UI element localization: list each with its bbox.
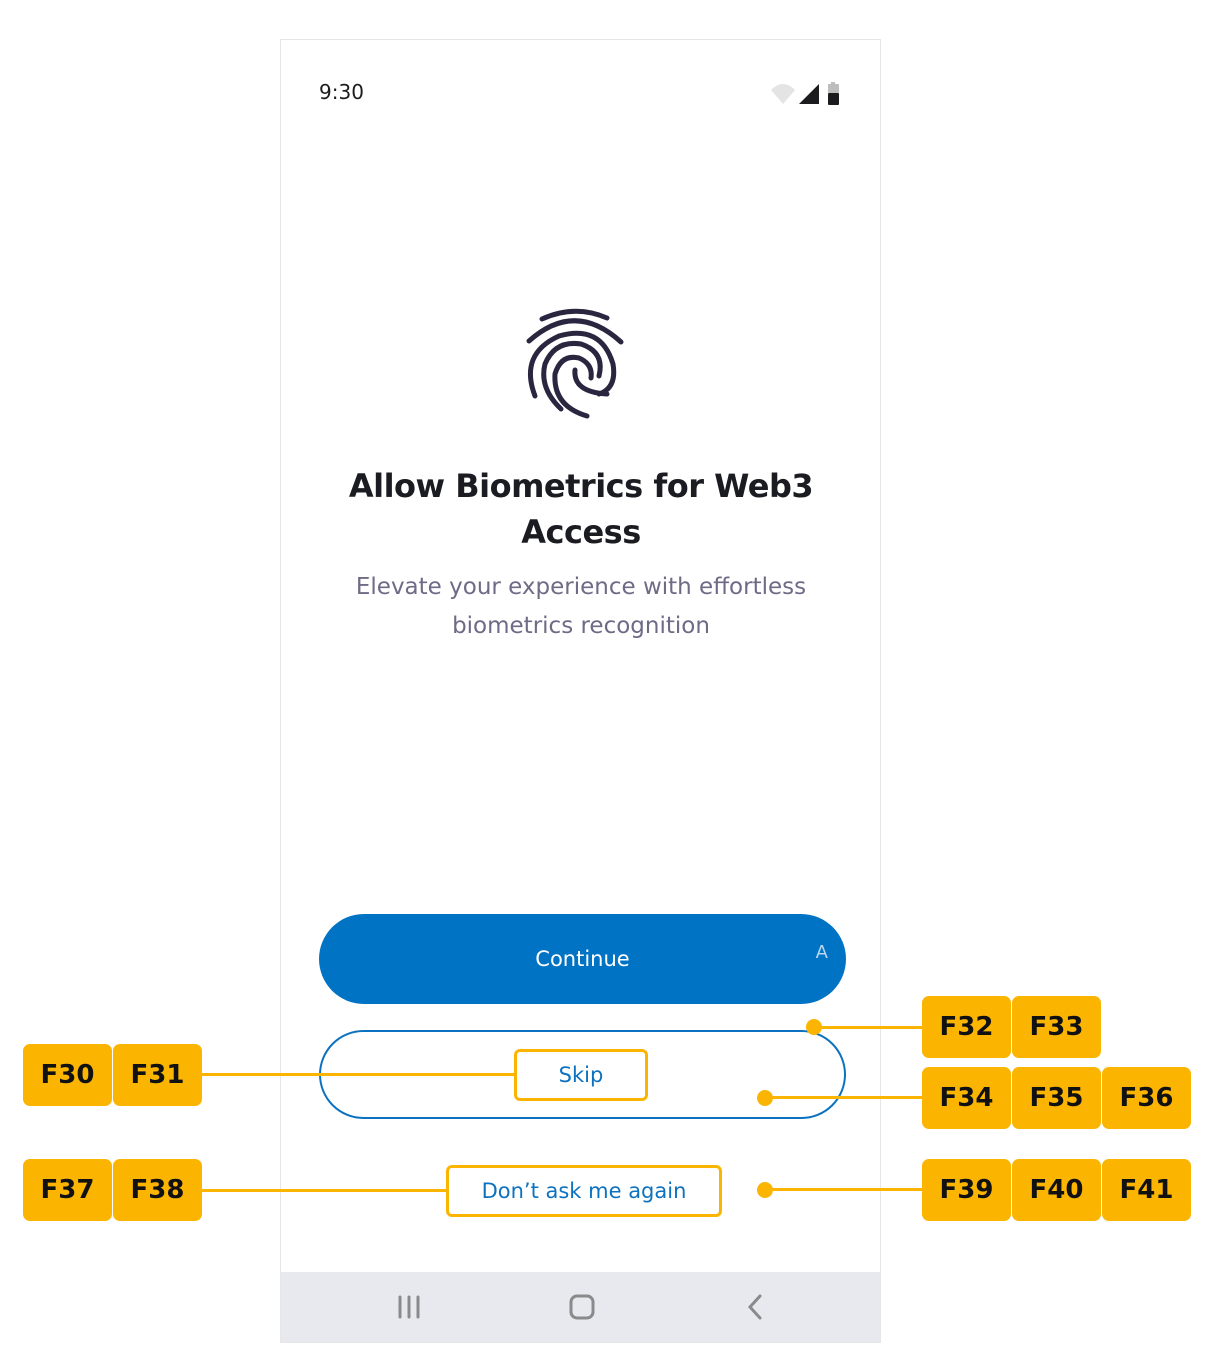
annotation-line <box>200 1189 446 1192</box>
annotation-tag: F31 <box>113 1044 202 1106</box>
annotation-tag: F32 <box>922 996 1011 1058</box>
phone-screen: 9:30 Allow Biometrics for Web3 Access El… <box>280 39 881 1343</box>
recent-apps-icon[interactable] <box>394 1292 424 1322</box>
battery-icon <box>828 82 839 105</box>
annotation-line <box>814 1026 924 1029</box>
annotation-tag: F30 <box>23 1044 112 1106</box>
back-icon[interactable] <box>740 1292 770 1322</box>
annotation-tag: F38 <box>113 1159 202 1221</box>
status-icons <box>771 82 839 105</box>
system-nav-bar <box>281 1272 880 1342</box>
page-title: Allow Biometrics for Web3 Access <box>348 467 814 551</box>
annotation-line <box>765 1188 925 1191</box>
annotation-tag: F35 <box>1012 1067 1101 1129</box>
fingerprint-icon <box>526 308 624 419</box>
dont-ask-again-button[interactable]: Don’t ask me again <box>446 1165 722 1217</box>
annotation-tag: F36 <box>1102 1067 1191 1129</box>
annotation-tag: F40 <box>1012 1159 1101 1221</box>
signal-icon <box>799 84 819 104</box>
status-time: 9:30 <box>319 80 364 104</box>
home-icon[interactable] <box>567 1292 597 1322</box>
annotation-line <box>200 1073 514 1076</box>
wifi-icon <box>771 84 795 104</box>
continue-button-hint: A <box>815 942 828 963</box>
annotation-tag: F41 <box>1102 1159 1191 1221</box>
continue-button[interactable]: Continue A <box>319 914 846 1004</box>
annotation-tag: F34 <box>922 1067 1011 1129</box>
continue-button-label: Continue <box>535 947 630 971</box>
annotation-line <box>765 1096 925 1099</box>
annotation-tag: F33 <box>1012 996 1101 1058</box>
page-subtitle: Elevate your experience with effortless … <box>355 574 807 639</box>
annotation-tag: F37 <box>23 1159 112 1221</box>
annotation-tag: F39 <box>922 1159 1011 1221</box>
skip-button-label[interactable]: Skip <box>514 1049 648 1101</box>
